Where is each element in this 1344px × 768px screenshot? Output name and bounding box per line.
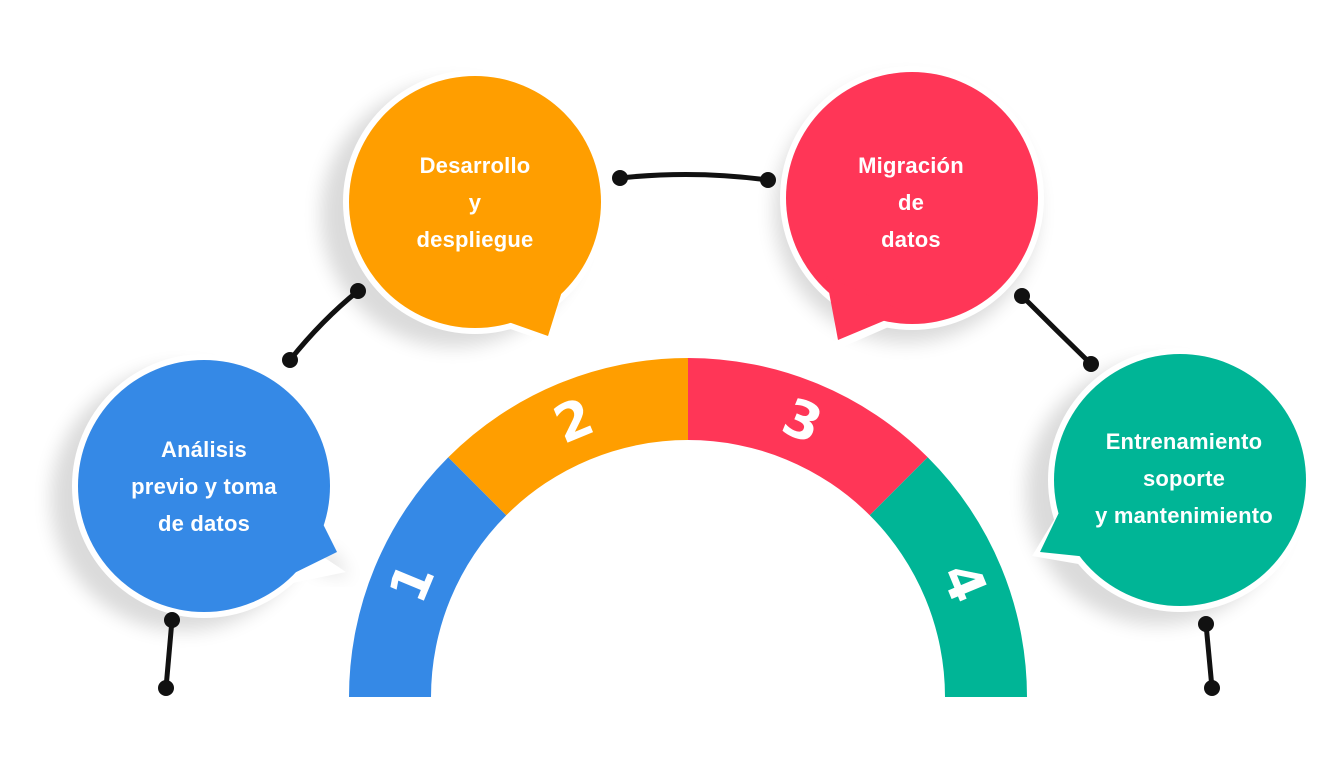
ring-segment-2 (448, 358, 688, 516)
connector-4-bottom (1203, 621, 1215, 691)
step-4-label: Entrenamiento soporte y mantenimiento (1074, 418, 1294, 538)
ring-segment-4 (869, 457, 1027, 697)
step-2-label-line: Desarrollo (419, 152, 531, 178)
connector-1-2 (287, 288, 361, 363)
step-4-label-line: soporte (1142, 465, 1226, 491)
step-4-tail (1040, 502, 1098, 558)
step-3-tail (826, 276, 905, 340)
step-4-circle (1054, 354, 1306, 606)
step-2-label-line: y (468, 189, 482, 215)
step-2-circle (349, 76, 601, 328)
step-1-label-line: Análisis (161, 436, 247, 462)
step-3-circle (786, 72, 1038, 324)
step-2-label-line: despliegue (416, 226, 534, 252)
ring-segment-3 (688, 358, 928, 516)
step-1-tail (276, 510, 337, 582)
step-4-label-line: y mantenimiento (1095, 502, 1273, 528)
step-3-bubble (774, 66, 1044, 350)
step-1-bubble (51, 354, 350, 631)
step-1-label: Análisis previo y toma de datos (104, 426, 304, 546)
connector-1-bottom (163, 617, 175, 691)
step-3-label: Migración de datos (811, 142, 1011, 262)
step-1-label-line: de datos (157, 510, 251, 536)
progress-half-ring (349, 358, 1027, 697)
step-4-label-line: Entrenamiento (1105, 428, 1263, 454)
step-3-label-line: de (897, 189, 925, 215)
step-3-label-line: datos (881, 226, 941, 252)
step-1-label-line: previo y toma (131, 473, 277, 499)
step-2-label: Desarrollo y despliegue (375, 142, 575, 262)
step-2-bubble (321, 70, 607, 347)
connector-2-3 (617, 171, 771, 183)
connectors (163, 171, 1215, 691)
step-4-bubble (1026, 348, 1312, 625)
step-3-label-line: Migración (858, 152, 964, 178)
ring-segment-1 (349, 457, 507, 697)
step-1-circle (78, 360, 330, 612)
connector-dots (158, 170, 1220, 696)
connector-3-4 (1019, 293, 1094, 367)
step-2-tail (480, 272, 568, 336)
